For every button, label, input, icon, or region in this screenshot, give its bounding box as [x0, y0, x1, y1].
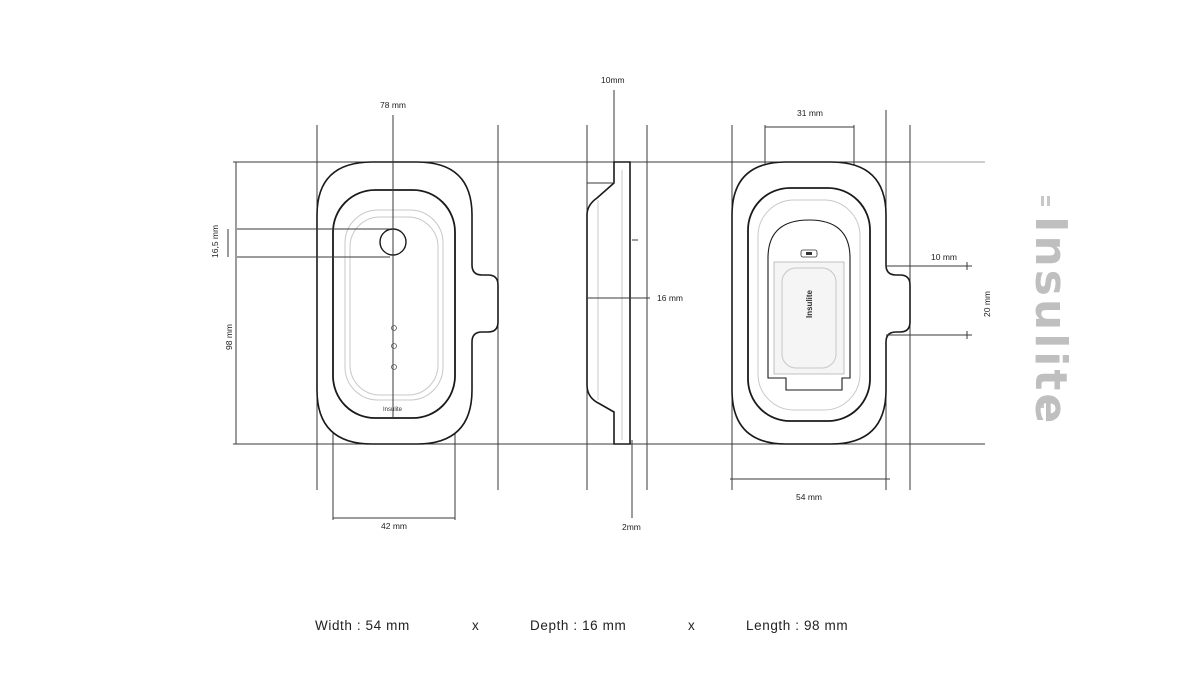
front-brand-label: Insulite: [383, 407, 403, 413]
front-view: Insulite 78 mm 16,5 mm 98 mm 42 mm: [210, 100, 499, 531]
summary-depth: Depth : 16 mm: [530, 618, 627, 633]
summary-sep-1: x: [472, 618, 480, 633]
side-view: 10mm 16 mm 2mm: [586, 75, 683, 532]
side-top-dim: 10mm: [601, 75, 625, 85]
dimension-summary: Width : 54 mm x Depth : 16 mm x Length :…: [0, 618, 1200, 642]
back-bottom-dim: 54 mm: [796, 492, 822, 502]
side-profile: [586, 161, 631, 445]
summary-sep-2: x: [688, 618, 696, 633]
brand-watermark: Insulite: [1025, 196, 1076, 426]
front-height-dim: 98 mm: [224, 324, 234, 350]
side-bottom-dim: 2mm: [622, 522, 641, 532]
sensor-cartridge: [767, 219, 851, 391]
side-depth-dim: 16 mm: [657, 293, 683, 303]
back-top-dim: 31 mm: [797, 108, 823, 118]
front-body-outline: [316, 161, 499, 445]
summary-length: Length : 98 mm: [746, 618, 849, 633]
front-top-dim: 78 mm: [380, 100, 406, 110]
reference-lines: [233, 161, 985, 445]
back-brand-label: Insulite: [805, 289, 814, 318]
back-tab-height-dim: 20 mm: [982, 291, 992, 317]
back-inner-outline: [747, 187, 871, 422]
back-tab-width-dim: 10 mm: [931, 252, 957, 262]
front-bottom-dim: 42 mm: [381, 521, 407, 531]
front-inner-outline: [332, 189, 456, 419]
front-hole-dim: 16,5 mm: [210, 225, 220, 258]
back-view: Insulite 31 mm 10 mm 20 mm 54 mm: [730, 108, 992, 502]
brand-logo-text: Insulite: [1025, 216, 1076, 426]
summary-width: Width : 54 mm: [315, 618, 410, 633]
